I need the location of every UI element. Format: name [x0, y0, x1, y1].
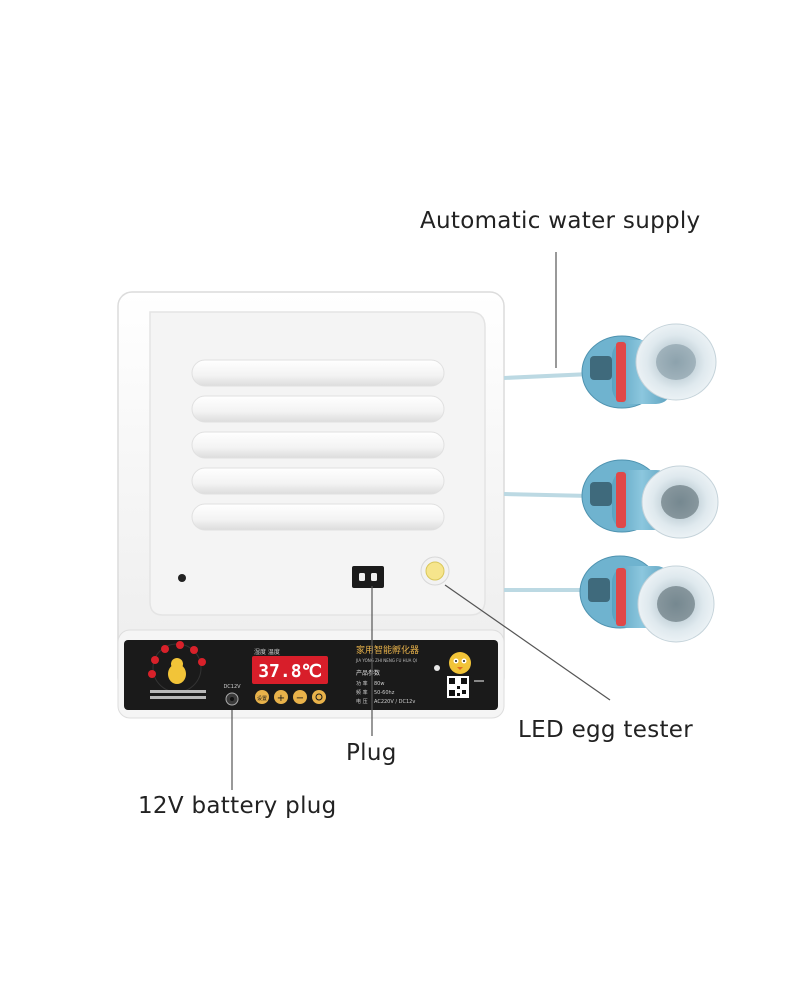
water-supply-callout: Automatic water supply	[420, 208, 701, 234]
set-button[interactable]: 设置	[255, 690, 269, 704]
panel-indicator-light	[434, 665, 440, 671]
vent-hole	[178, 574, 186, 582]
spec-value-power: 80w	[374, 681, 384, 687]
light-button[interactable]	[312, 690, 326, 704]
spec-value-voltage: AC220V / DC12v	[374, 699, 415, 705]
callout-lines	[231, 252, 611, 790]
mascot-icon	[449, 652, 471, 674]
spec-heading: 产品参数	[356, 669, 380, 677]
battery-port[interactable]	[225, 692, 239, 706]
egg-tester-callout: LED egg tester	[518, 717, 694, 743]
spec-label-voltage: 电 压	[356, 698, 368, 705]
svg-text:设置: 设置	[257, 695, 267, 702]
display-value: 37.8℃	[258, 661, 322, 682]
battery-plug-callout: 12V battery plug	[138, 793, 337, 819]
plug-socket[interactable]	[352, 566, 384, 588]
chick-logo	[148, 641, 206, 699]
control-panel: 湿度 温度 37.8℃ 设置 + − DC12V 家用智能孵化器 J	[117, 629, 505, 719]
svg-text:−: −	[296, 693, 304, 704]
product-pinyin: JIA YONG ZHI NENG FU HUA QI	[355, 658, 417, 663]
water-bottle	[581, 323, 717, 409]
spec-value-frequency: 50-60hz	[374, 690, 395, 696]
plug-callout: Plug	[346, 740, 397, 766]
led-egg-tester[interactable]	[420, 556, 450, 586]
water-tubes	[503, 372, 591, 592]
plus-button[interactable]: +	[274, 690, 288, 704]
minus-button[interactable]: −	[293, 690, 307, 704]
port-label: DC12V	[223, 684, 241, 690]
spec-label-power: 功 率	[356, 680, 368, 687]
vent-ribs	[191, 359, 445, 531]
temperature-display: 湿度 温度 37.8℃	[252, 648, 328, 684]
svg-text:+: +	[277, 693, 285, 704]
qr-code-icon	[447, 676, 469, 698]
water-bottle	[581, 459, 719, 539]
water-bottle	[579, 555, 715, 643]
panel-divider-bar	[474, 680, 484, 682]
spec-label-frequency: 频 率	[356, 689, 368, 696]
product-title: 家用智能孵化器	[356, 644, 419, 656]
display-labels: 湿度 温度	[254, 648, 280, 656]
